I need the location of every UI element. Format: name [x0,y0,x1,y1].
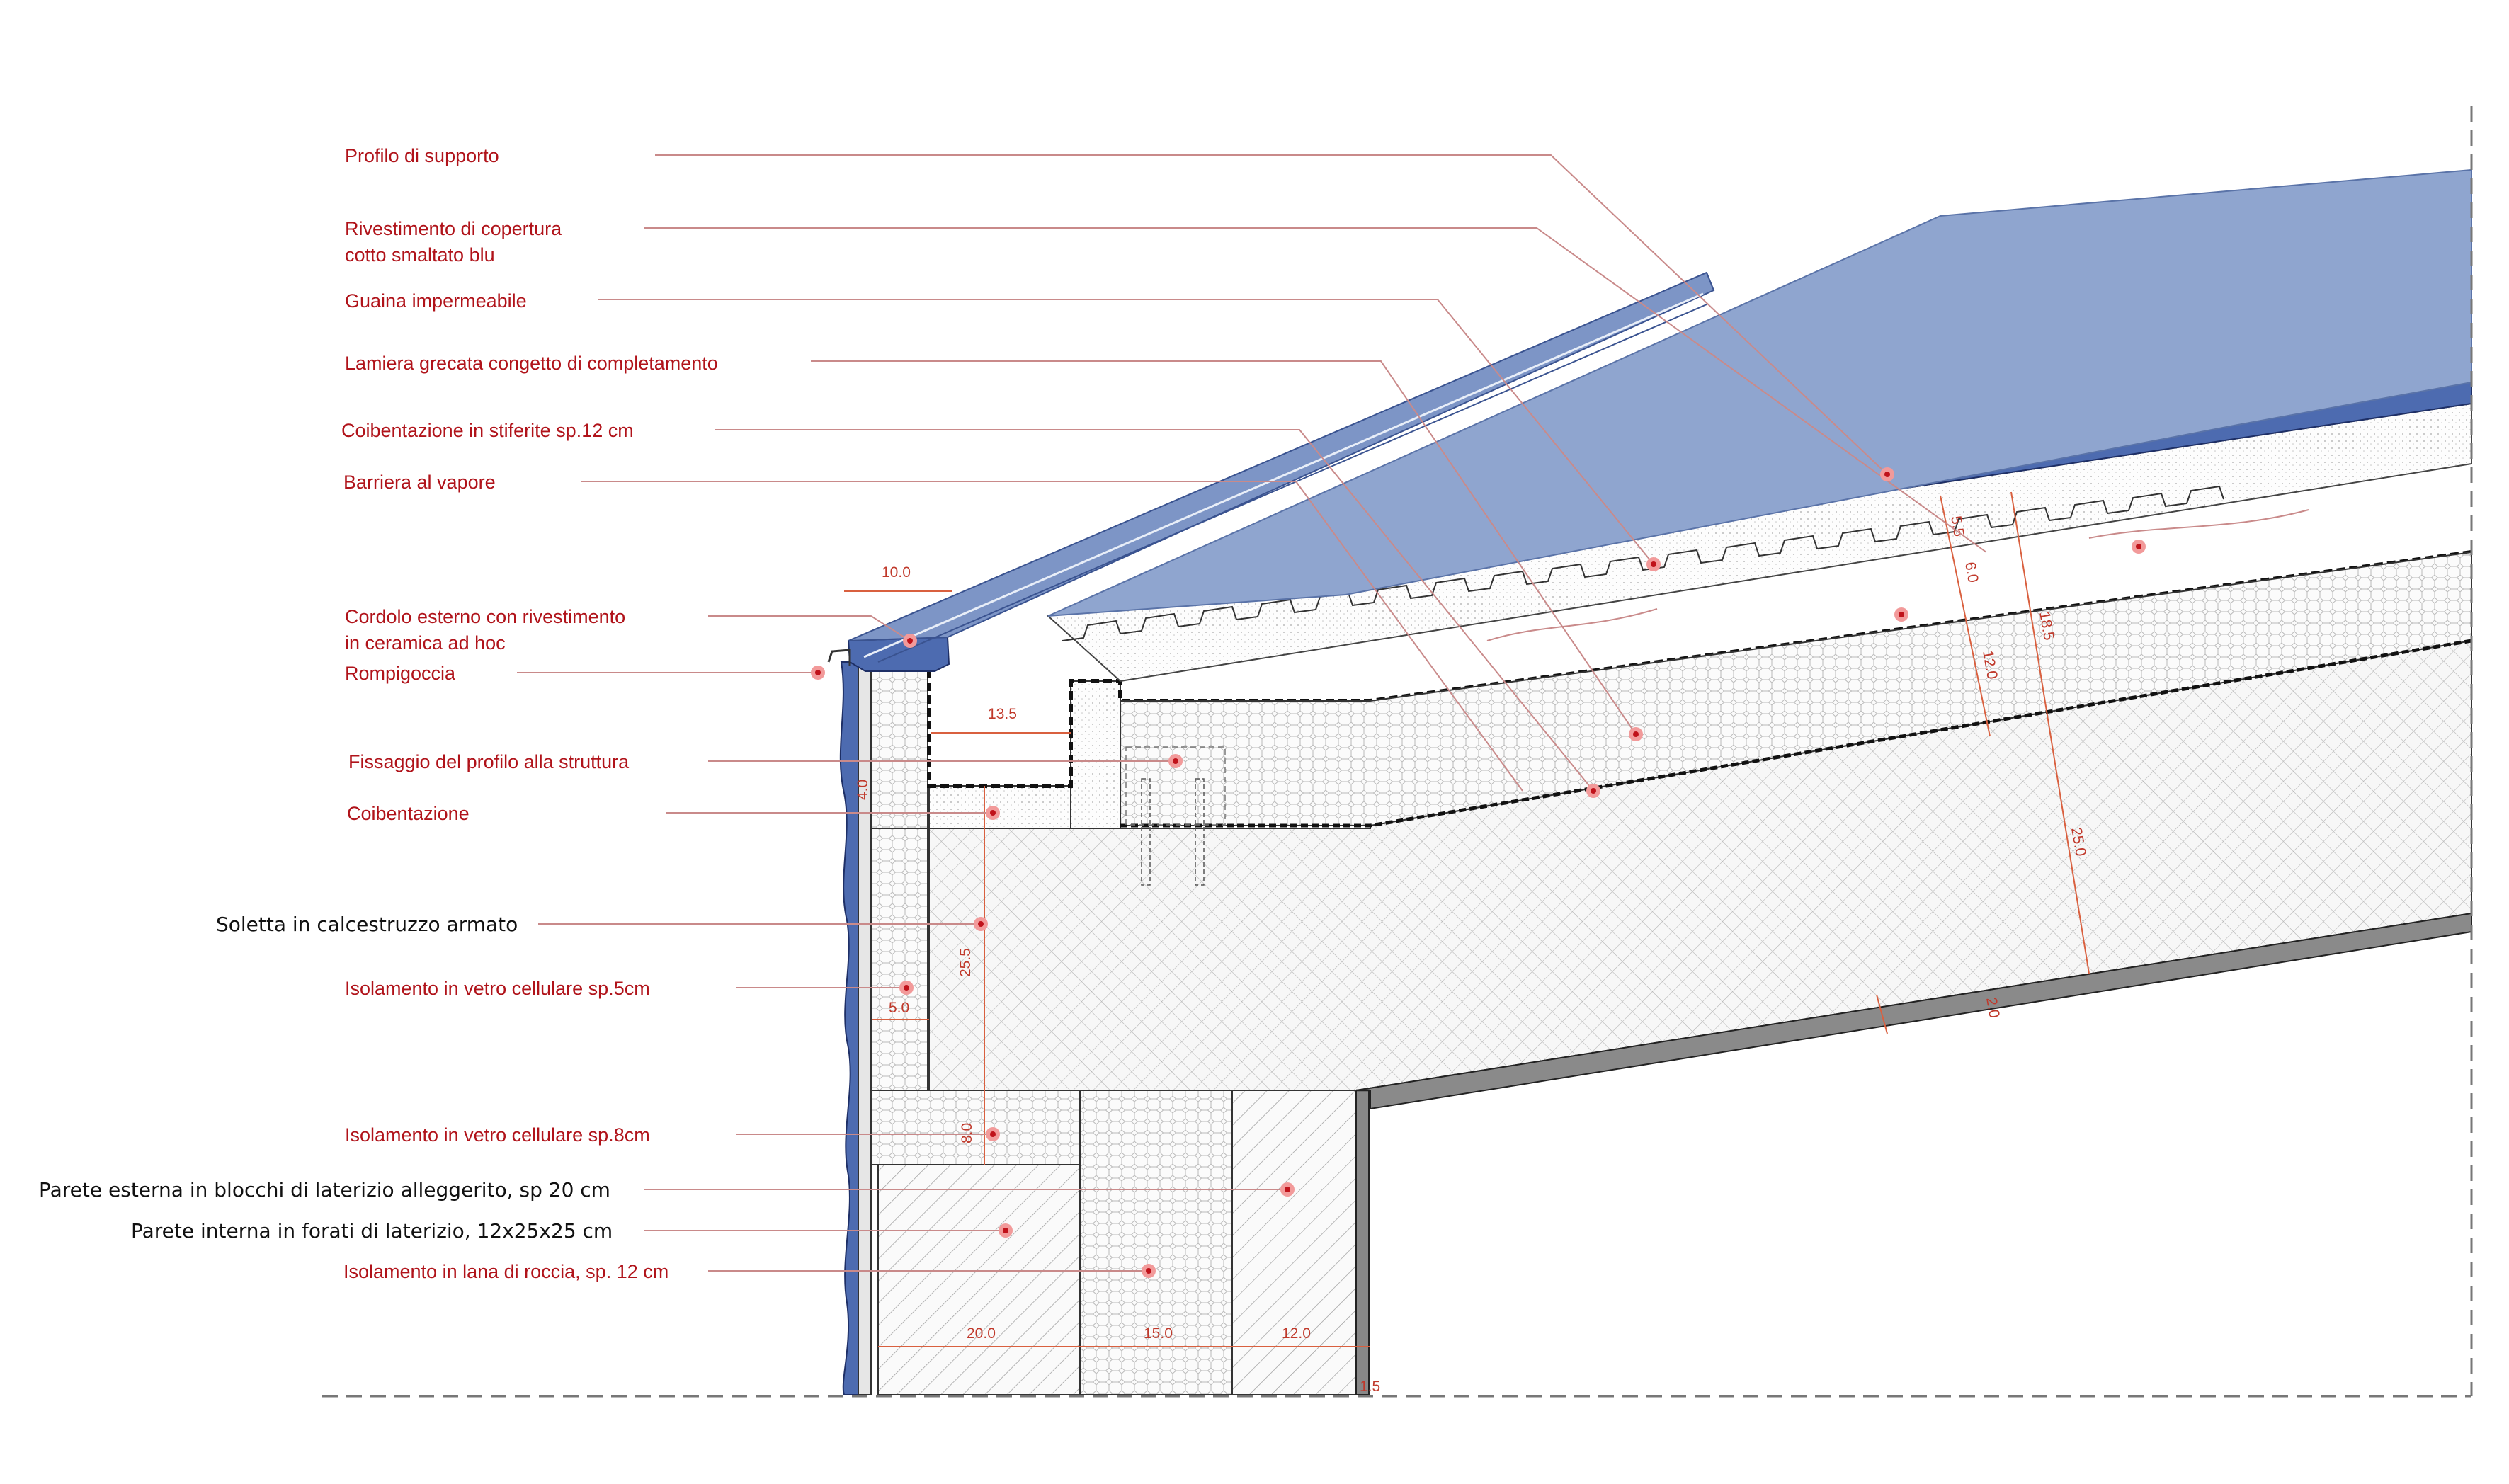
upstand-block [1070,680,1121,829]
marker-cordolo [903,634,917,648]
marker-rivestimento [2132,540,2146,554]
drip-edge [827,649,851,666]
label-cordolo-line1: Cordolo esterno con rivestimento [345,606,625,627]
concrete-slab [928,639,2472,1110]
marker-parete-esterna [1280,1182,1295,1197]
marker-stiferite [1629,727,1643,741]
ceramic-cladding [839,661,859,1395]
label-coibentazione-stiferite: Coibentazione in stiferite sp.12 cm [341,420,634,441]
label-rompigoccia: Rompigoccia [345,663,456,684]
label-parete-esterna: Parete esterna in blocchi di laterizio a… [39,1178,610,1202]
label-cordolo-line2: in ceramica ad hoc [345,632,506,653]
marker-lamiera [1646,557,1661,571]
outer-wall-block [877,1164,1081,1395]
dim-5: 5.0 [889,1000,909,1016]
label-rivestimento-line1: Rivestimento di copertura [345,218,562,239]
dim-15: 15.0 [1144,1325,1173,1342]
marker-vetro-5 [899,981,914,995]
marker-lana [1142,1264,1156,1278]
dim-8: 8.0 [959,1123,975,1143]
label-profilo-supporto: Profilo di supporto [345,145,499,166]
dim-12: 12.0 [1282,1325,1311,1342]
marker-barriera [1586,784,1600,798]
label-coibentazione: Coibentazione [347,803,470,824]
dim-13-5: 13.5 [988,706,1017,722]
labels: Profilo di supporto Rivestimento di cope… [39,145,718,1282]
marker-parete-interna [999,1223,1013,1238]
dim-25-5: 25.5 [957,948,974,977]
dim-2: 2.0 [1983,996,2003,1020]
parapet [870,550,2472,886]
label-vetro-5: Isolamento in vetro cellulare sp.5cm [345,978,650,999]
inner-wall [1231,1090,1357,1395]
dim-6: 6.0 [1962,561,1981,584]
marker-rompigoccia [811,666,825,680]
label-vetro-8: Isolamento in vetro cellulare sp.8cm [345,1124,650,1146]
roof-buildup [827,169,2472,683]
label-fissaggio: Fissaggio del profilo alla struttura [348,751,630,772]
dim-10: 10.0 [882,564,911,581]
dim-4: 4.0 [855,780,871,800]
rock-wool [1079,1090,1233,1395]
label-parete-interna: Parete interna in forati di laterizio, 1… [131,1219,613,1243]
label-lana-roccia: Isolamento in lana di roccia, sp. 12 cm [343,1261,669,1282]
marker-profilo [1880,467,1894,481]
dim-20: 20.0 [967,1325,996,1342]
marker-soletta [974,917,988,931]
slab-body [928,639,2472,1091]
marker-fissaggio [1168,754,1183,768]
label-soletta: Soletta in calcestruzzo armato [216,913,518,936]
label-barriera: Barriera al vapore [343,472,496,493]
label-rivestimento-line2: cotto smaltato blu [345,244,495,266]
leaders [517,154,1987,1272]
marker-guaina [1894,607,1908,622]
label-lamiera: Lamiera grecata congetto di completament… [345,353,718,374]
dim-1-5: 1.5 [1360,1379,1380,1395]
marker-vetro-8 [986,1127,1000,1141]
label-guaina: Guaina impermeabile [345,290,527,312]
tile-plane [1047,169,2472,617]
marker-coibentazione [986,806,1000,820]
markers [811,467,2146,1278]
